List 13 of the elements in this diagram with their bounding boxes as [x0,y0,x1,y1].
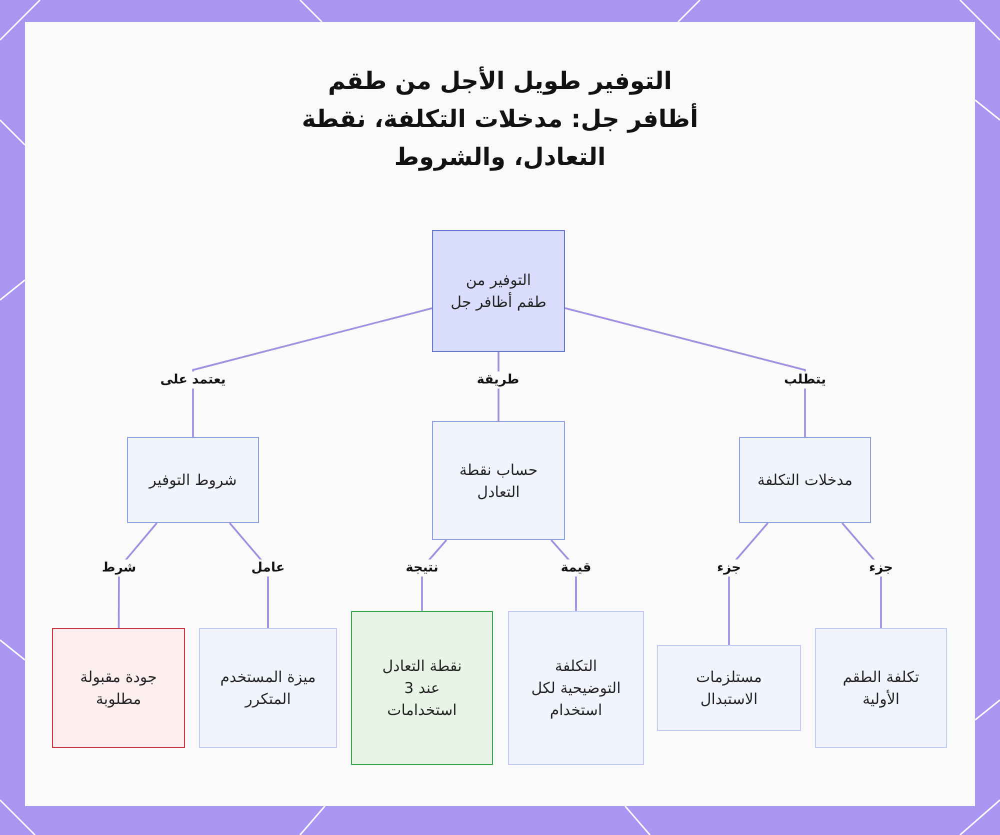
concept-box: نقطة التعادل عند 3 استخدامات [351,611,493,765]
connector-line [564,307,806,437]
concept-box: جودة مقبولة مطلوبة [52,628,185,748]
concept-box: حساب نقطة التعادل [432,421,565,540]
concept-box: مدخلات التكلفة [739,437,871,523]
title: التوفير طويل الأجل من طقم أظافر جل: مدخلات التكلفة، نقطة التعادل، والشروط [300,65,700,173]
concept-box: شروط التوفير [127,437,259,523]
concept-box: تكلفة الطقم الأولية [815,628,947,748]
connector-line [192,307,432,437]
concept-box: مستلزمات الاستبدال [657,645,801,731]
concept-box: التكلفة التوضيحية لكل استخدام [508,611,644,765]
concept-box: التوفير من طقم أظافر جل [432,230,565,352]
concept-box: ميزة المستخدم المتكرر [199,628,337,748]
